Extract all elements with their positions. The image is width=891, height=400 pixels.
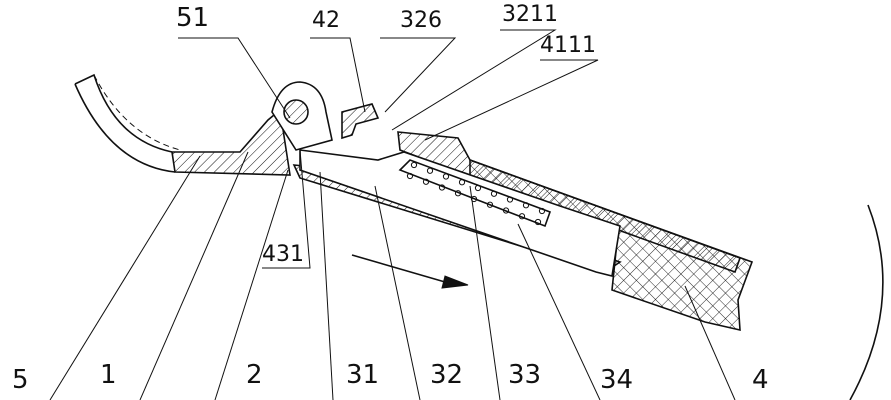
direction-arrow-icon	[441, 275, 469, 289]
upper-housing-top-part-42	[341, 103, 380, 140]
label-326: 326	[400, 8, 442, 33]
slider-part-32	[299, 149, 621, 277]
spring-coil	[538, 207, 546, 215]
label-31: 31	[346, 360, 379, 390]
spring-coil	[454, 190, 462, 197]
spring-coil	[506, 196, 514, 203]
spring-coil	[458, 179, 466, 186]
shell-part-5-inner	[93, 74, 181, 151]
spring-coil	[534, 218, 542, 226]
leader-lines	[49, 29, 736, 400]
spring-coil	[490, 190, 498, 197]
spring-coil	[406, 172, 414, 180]
spring-coil	[438, 184, 446, 191]
spring-coil	[502, 207, 510, 214]
spring-coil	[486, 201, 494, 208]
spring-coil	[474, 184, 482, 192]
outer-arc	[849, 204, 884, 400]
label-5: 5	[12, 365, 29, 395]
label-51: 51	[176, 3, 209, 33]
shell-part-5	[74, 73, 173, 153]
label-431: 431	[262, 242, 304, 267]
label-4111: 4111	[540, 33, 596, 58]
spring-part-33	[406, 161, 546, 226]
shell-part-5-outer	[74, 83, 176, 173]
label-34: 34	[600, 365, 633, 395]
label-1: 1	[100, 360, 117, 390]
spring-coil	[426, 167, 434, 174]
label-2: 2	[246, 360, 263, 390]
spring-coil	[422, 178, 430, 185]
spring-channel-part-34	[398, 159, 552, 228]
spring-coil	[522, 202, 530, 209]
label-33: 33	[508, 360, 541, 390]
label-32: 32	[430, 360, 463, 390]
direction-arrow-line	[351, 254, 446, 283]
base-plate-part-1	[171, 108, 291, 176]
pivot-pin-part-51	[283, 99, 309, 125]
spring-coil	[518, 213, 526, 220]
spring-coil	[442, 173, 450, 180]
label-4: 4	[752, 365, 769, 395]
label-42: 42	[312, 8, 340, 33]
spring-coil	[410, 161, 418, 169]
label-3211: 3211	[502, 2, 558, 27]
